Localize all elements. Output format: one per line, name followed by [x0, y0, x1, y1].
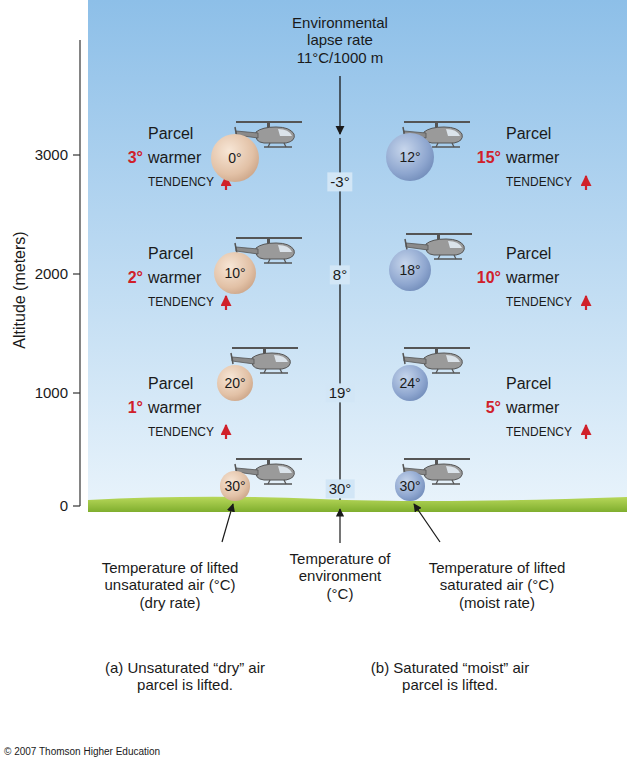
copyright-note: © 2007 Thomson Higher Education	[4, 746, 160, 758]
parcel-temperature: 30°	[224, 478, 245, 494]
lapse-arrow	[339, 76, 340, 134]
altitude-axis	[79, 40, 80, 506]
dry-parcel: 10°	[214, 252, 256, 294]
parcel-label: Parcel	[506, 125, 551, 143]
dry-parcel: 0°	[211, 134, 259, 182]
environment-temperature: -3°	[327, 172, 352, 191]
tendency-label: TENDENCY	[506, 176, 572, 190]
parcel-label: warmer	[506, 149, 559, 167]
axis-tick-label: 2000	[35, 265, 68, 282]
parcel-label: Parcel	[148, 245, 193, 263]
parcel-label: warmer	[506, 269, 559, 287]
sky	[88, 0, 627, 505]
dry-parcel: 30°	[220, 471, 249, 500]
parcel-temperature: 0°	[228, 150, 241, 166]
parcel-label: warmer	[148, 399, 201, 417]
tendency-label: TENDENCY	[148, 176, 214, 190]
tendency-label: TENDENCY	[506, 426, 572, 440]
series-description: Temperature of lifted saturated air (°C)…	[422, 559, 572, 611]
temperature-difference: 5°	[486, 399, 501, 417]
leader-arrows	[222, 504, 440, 543]
tendency-arrows	[226, 176, 586, 439]
parcel-temperature: 10°	[224, 265, 245, 281]
dry-parcel: 20°	[217, 365, 253, 401]
parcel-temperature: 24°	[399, 375, 420, 391]
axis-title: Altitude (meters)	[11, 231, 29, 348]
tendency-label: TENDENCY	[148, 426, 214, 440]
parcel-label: Parcel	[148, 375, 193, 393]
tendency-label: TENDENCY	[506, 296, 572, 310]
moist-parcel: 18°	[389, 249, 431, 291]
temperature-difference: 1°	[128, 399, 143, 417]
helicopters	[231, 122, 472, 484]
temperature-difference: 2°	[128, 269, 143, 287]
parcel-label: Parcel	[506, 245, 551, 263]
parcel-label: warmer	[506, 399, 559, 417]
moist-parcel: 30°	[395, 471, 424, 500]
axis-tick-label: 0	[60, 497, 68, 514]
axis-tick-label: 1000	[35, 384, 68, 401]
temperature-difference: 3°	[128, 149, 143, 167]
temperature-difference: 10°	[477, 269, 501, 287]
environment-temperature: 8°	[330, 265, 350, 284]
axis-ticks	[73, 155, 80, 506]
environment-line	[339, 138, 340, 500]
environment-temperature: 30°	[326, 479, 355, 498]
moist-parcel: 12°	[386, 133, 434, 181]
parcel-temperature: 18°	[399, 262, 420, 278]
parcel-temperature: 20°	[224, 375, 245, 391]
ground	[88, 497, 627, 512]
parcel-temperature: 30°	[399, 478, 420, 494]
series-description: Temperature of lifted unsaturated air (°…	[95, 559, 245, 611]
environment-temperature: 19°	[326, 383, 355, 402]
parcel-temperature: 12°	[399, 149, 420, 165]
temperature-difference: 15°	[477, 149, 501, 167]
parcel-label: Parcel	[148, 125, 193, 143]
tendency-label: TENDENCY	[148, 296, 214, 310]
parcel-label: warmer	[148, 269, 201, 287]
lapse-rate-title: Environmental lapse rate 11°C/1000 m	[284, 14, 396, 66]
axis-tick-label: 3000	[35, 146, 68, 163]
moist-parcel: 24°	[392, 365, 428, 401]
parcel-label: Parcel	[506, 375, 551, 393]
series-description: Temperature of environment (°C)	[284, 550, 396, 602]
panel-caption: (a) Unsaturated “dry” air parcel is lift…	[85, 659, 285, 694]
panel-caption: (b) Saturated “moist” air parcel is lift…	[350, 659, 550, 694]
parcel-label: warmer	[148, 149, 201, 167]
